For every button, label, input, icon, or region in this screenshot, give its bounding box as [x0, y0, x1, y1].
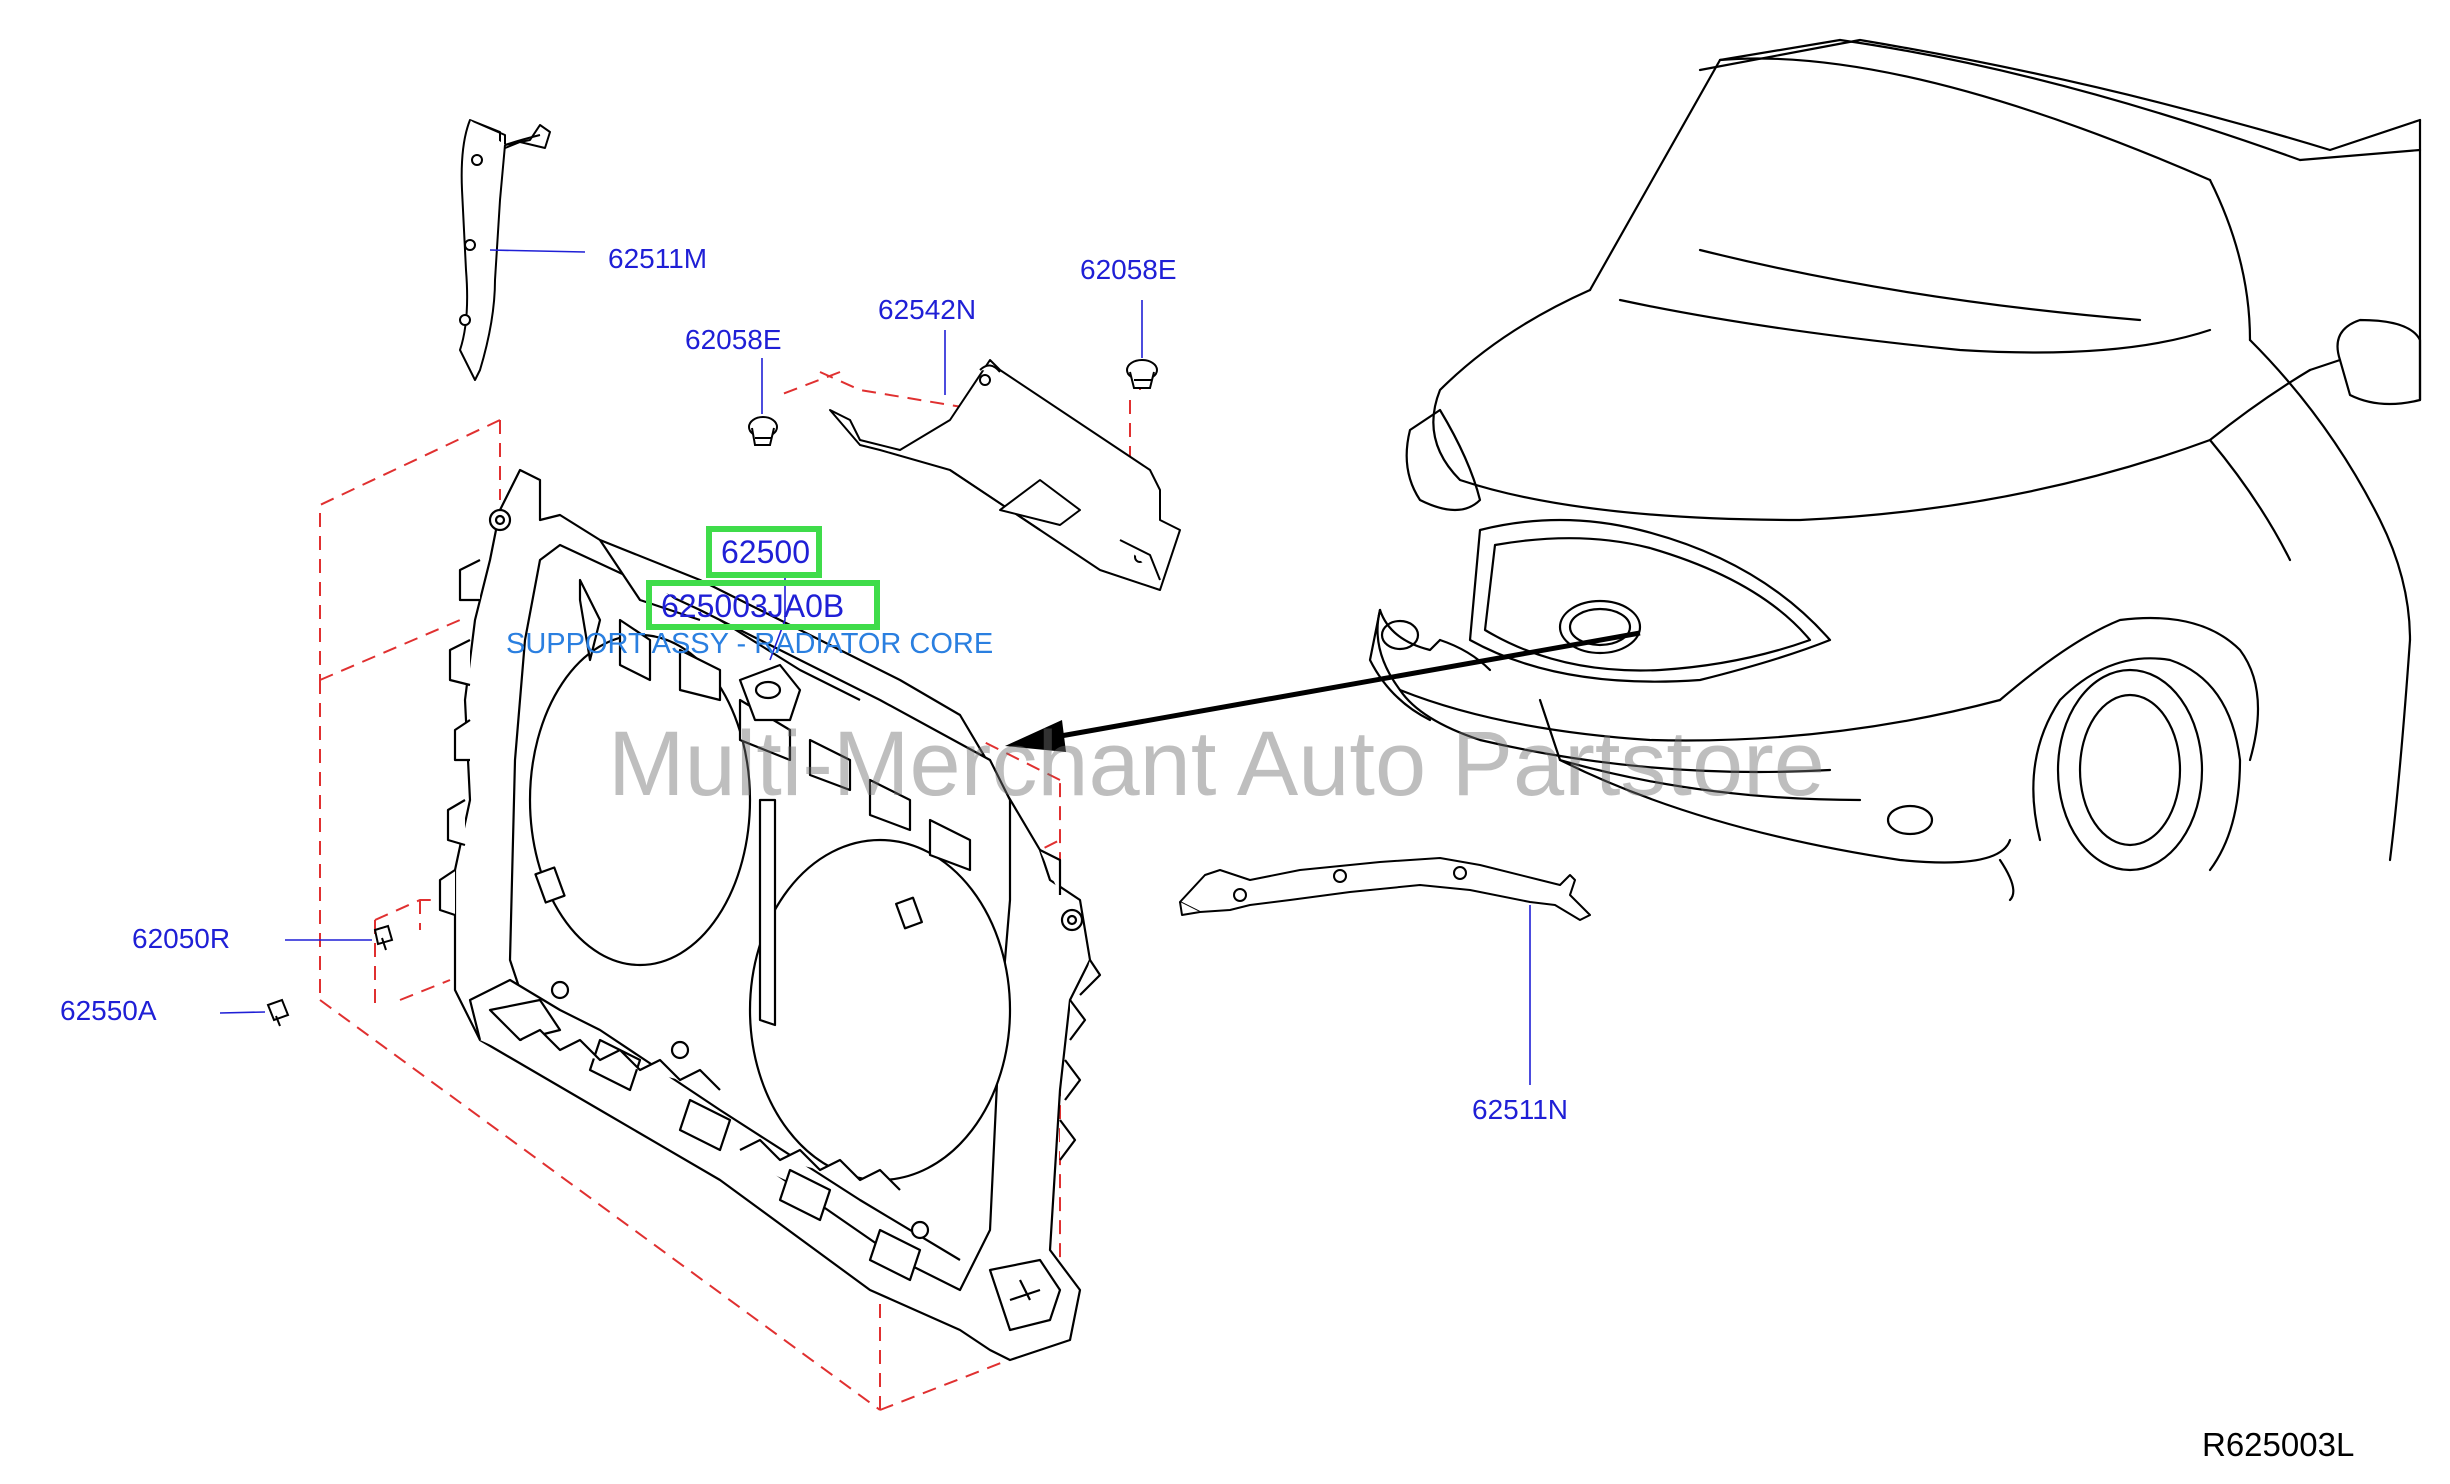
- label-62542N[interactable]: 62542N: [878, 294, 977, 325]
- highlight-box-62500: [706, 526, 822, 578]
- bolt-62050R: [373, 924, 394, 951]
- label-62050R[interactable]: 62050R: [132, 923, 231, 954]
- label-62550A[interactable]: 62550A: [60, 995, 157, 1026]
- pointer-arrow: [1005, 630, 1641, 752]
- label-62500[interactable]: 62500: [721, 534, 810, 570]
- part-description: SUPPORT ASSY - RADIATOR CORE: [506, 628, 994, 660]
- label-62058E-left[interactable]: 62058E: [685, 324, 782, 355]
- diagram-reference-code: R625003L: [2202, 1426, 2355, 1463]
- leader-62500: [769, 572, 786, 661]
- leader-62511M: [489, 249, 586, 253]
- bracket-62511N: [1179, 857, 1591, 921]
- label-625003JA0B[interactable]: 625003JA0B: [661, 588, 845, 624]
- vehicle-outline: [1368, 38, 2422, 902]
- clip-62058E-right: [1126, 359, 1158, 389]
- label-62511M[interactable]: 62511M: [608, 243, 708, 274]
- label-62058E-right[interactable]: 62058E: [1080, 254, 1177, 285]
- label-62511N[interactable]: 62511N: [1472, 1094, 1569, 1125]
- bolt-62550A: [266, 998, 290, 1027]
- clip-62058E-left: [748, 416, 778, 446]
- cover-62542N: [829, 359, 1181, 591]
- bracket-62511M: [459, 119, 551, 381]
- watermark-text: Multi-Merchant Auto Partstore: [608, 713, 1825, 815]
- radiator-core-support: [438, 468, 1102, 1362]
- leader-62550A: [219, 1011, 266, 1014]
- highlight-box-625003JA0B: [646, 580, 880, 630]
